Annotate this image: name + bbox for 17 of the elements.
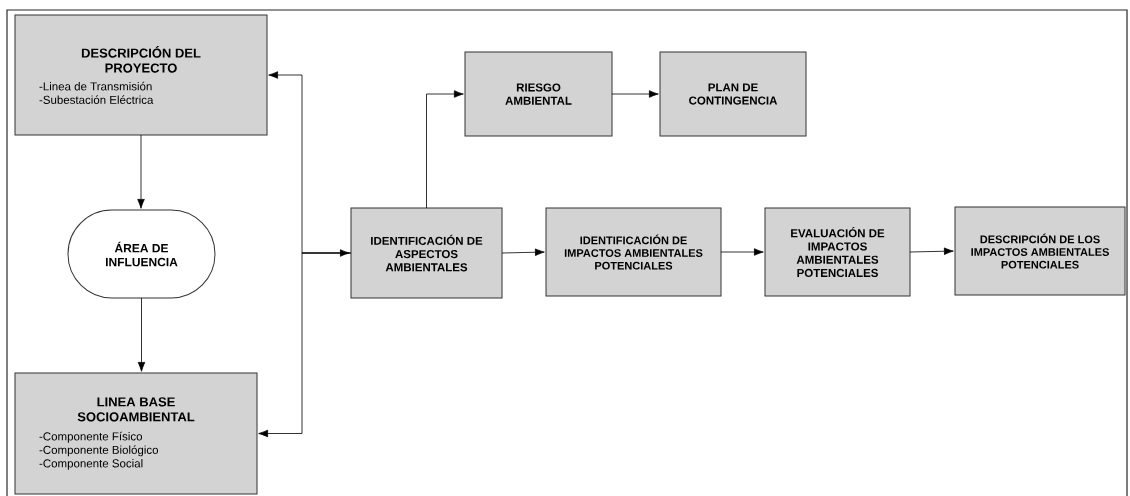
process-box: IDENTIFICACIÓN DE ASPECTOS AMBIENTALES bbox=[350, 207, 503, 299]
arrow bbox=[909, 247, 954, 255]
arrow bbox=[426, 90, 464, 209]
process-box: DESCRIPCIÓN DEL PROYECTO -Linea de Transmisión -Subestación Eléctrica bbox=[14, 14, 268, 136]
arrow bbox=[501, 248, 545, 256]
process-box: PLAN DE CONTINGENCIA bbox=[659, 51, 807, 137]
arrow bbox=[258, 252, 352, 438]
arrow bbox=[720, 248, 764, 256]
process-box: DESCRIPCIÓN DE LOS IMPACTOS AMBIENTALES POTENCIALES bbox=[954, 206, 1126, 296]
process-box: EVALUACIÓN DE IMPACTOS AMBIENTALES POTENCIALES bbox=[764, 207, 911, 297]
process-box: IDENTIFICACIÓN DE IMPACTOS AMBIENTALES POTENCIALES bbox=[545, 207, 722, 297]
arrow bbox=[137, 134, 145, 209]
arrow bbox=[301, 249, 350, 257]
process-box: RIESGO AMBIENTAL bbox=[464, 51, 613, 137]
arrow bbox=[137, 297, 146, 372]
process-box: LINEA BASE SOCIOAMBIENTAL -Componente Físico -Componente Biológico -Componente Social bbox=[14, 372, 258, 495]
arrow bbox=[611, 90, 659, 98]
